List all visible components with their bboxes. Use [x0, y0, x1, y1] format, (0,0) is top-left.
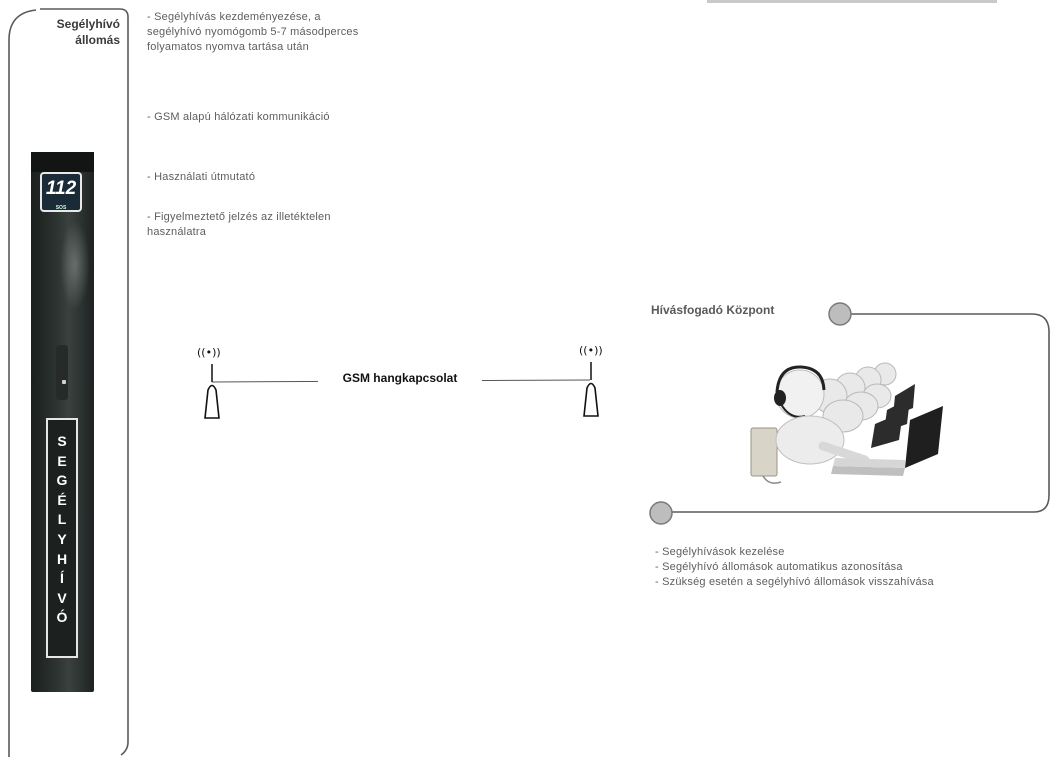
pole-letter: É: [46, 491, 78, 511]
pole-112-sign: 112 SOS: [40, 172, 82, 212]
feature-text: - Használati útmutató: [147, 170, 347, 185]
pole-letter: S: [46, 432, 78, 452]
pole-call-button: [62, 380, 66, 384]
feature-text: - Figyelmeztető jelzés az illetéktelen h…: [147, 210, 347, 240]
pole-letter: Ó: [46, 608, 78, 628]
feature-text: - GSM alapú hálózati kommunikáció: [147, 110, 347, 125]
pole-glare: [60, 220, 90, 310]
antenna-icon: [584, 362, 598, 416]
pole-letter: Í: [46, 569, 78, 589]
center-title: Hívásfogadó Központ: [651, 303, 774, 317]
pole-112-number: 112: [46, 178, 76, 199]
center-description-item: - Segélyhívások kezelése: [655, 545, 935, 560]
station-title-line1: Segélyhívó: [20, 16, 120, 32]
station-title-line2: állomás: [20, 32, 120, 48]
pole-label-letters: S E G É L Y H Í V Ó: [46, 432, 78, 628]
center-description-item: - Szükség esetén a segélyhívó állomások …: [655, 575, 935, 590]
station-title: Segélyhívó állomás: [20, 16, 120, 48]
pole-letter: V: [46, 589, 78, 609]
call-center-operators-icon: [735, 336, 975, 496]
pole-top: [31, 152, 94, 172]
top-divider: [707, 0, 997, 3]
center-description-item: - Segélyhívó állomások automatikus azono…: [655, 560, 935, 575]
pole-letter: L: [46, 510, 78, 530]
antenna-icon: [205, 364, 219, 418]
center-node-top: [829, 303, 851, 325]
pole-letter: G: [46, 471, 78, 491]
gsm-link: [190, 340, 630, 430]
signal-wave-icon: ((•)): [197, 346, 221, 359]
center-node-bottom: [650, 502, 672, 524]
pole-letter: E: [46, 452, 78, 472]
feature-text: - Segélyhívás kezdeményezése, a segélyhí…: [147, 10, 377, 55]
pole-112-sub: SOS: [42, 205, 80, 211]
pole-speaker: [56, 345, 68, 400]
pole-letter: H: [46, 550, 78, 570]
gsm-link-label: GSM hangkapcsolat: [318, 371, 482, 385]
center-description: - Segélyhívások kezelése - Segélyhívó ál…: [655, 545, 935, 590]
pole-letter: Y: [46, 530, 78, 550]
